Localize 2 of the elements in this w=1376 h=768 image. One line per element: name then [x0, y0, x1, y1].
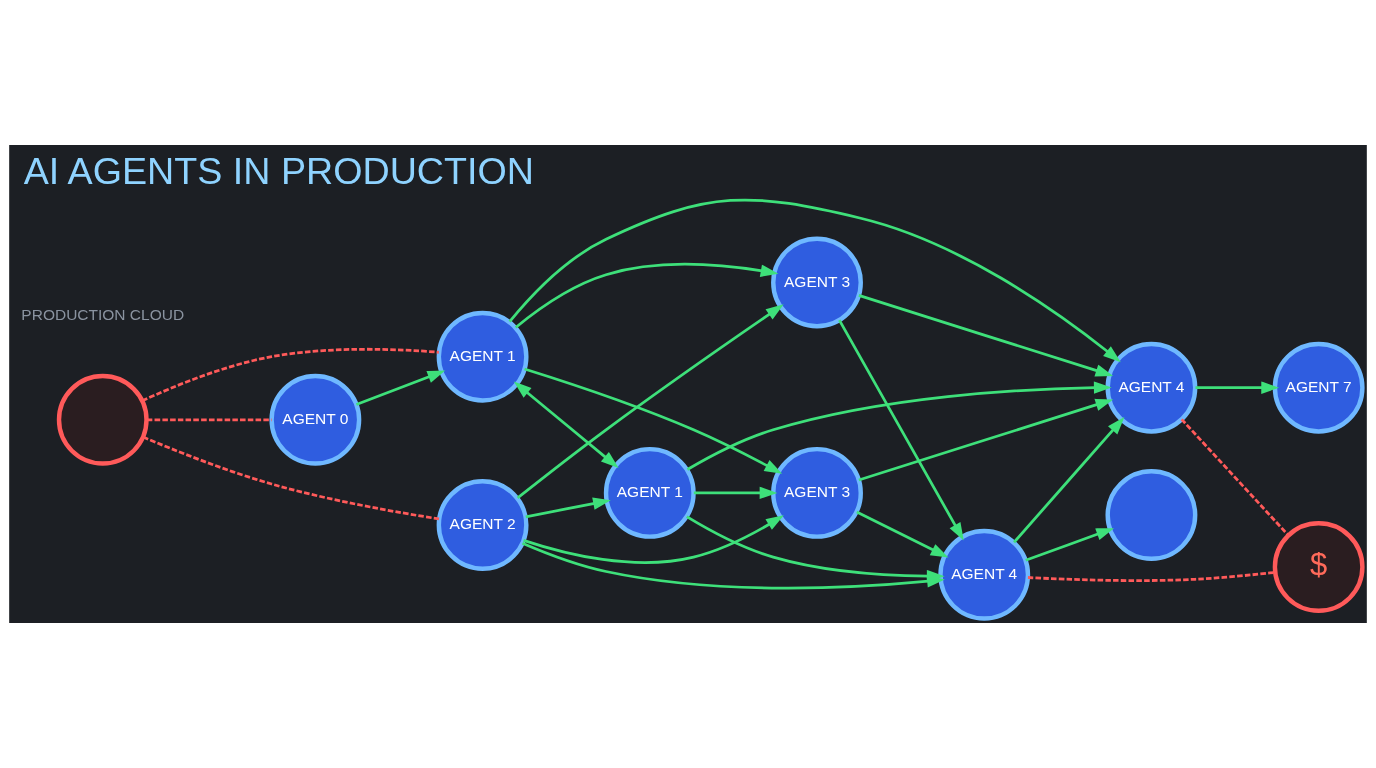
- diagram-title: AI AGENTS IN PRODUCTION: [23, 149, 534, 192]
- label: PRODUCTION CLOUD: [21, 305, 185, 323]
